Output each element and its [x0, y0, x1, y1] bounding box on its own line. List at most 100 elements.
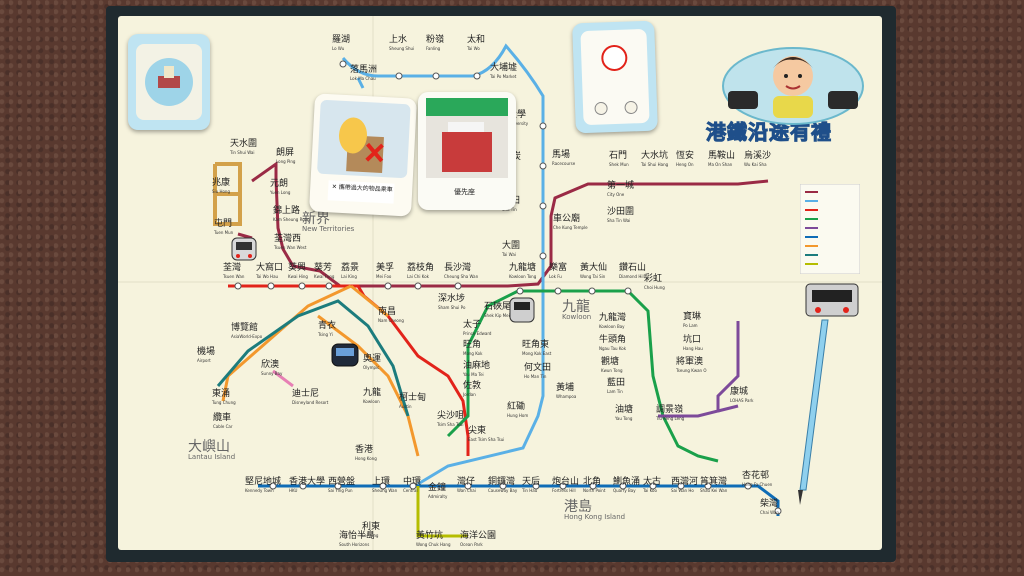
station-label: 荔枝角: [407, 263, 435, 273]
station-label-en: Kowloon Tong: [509, 274, 537, 279]
station-label: 荔景: [341, 263, 360, 273]
station-label: 香港大學: [289, 477, 326, 487]
station-label-en: Fortress Hill: [552, 488, 576, 493]
station-label: 粉嶺: [426, 35, 445, 45]
station-label-en: Olympic: [363, 365, 380, 370]
station-label: 觀塘: [601, 357, 620, 367]
station-label: 迪士尼: [292, 389, 320, 399]
station-label: 利東: [362, 522, 381, 532]
station-label-en: Heng On: [676, 162, 694, 167]
station-label: 灣仔: [457, 477, 476, 487]
region-label: 九龍: [562, 299, 590, 315]
line-tung-chung-2: [317, 314, 420, 457]
station-label: 葵芳: [314, 263, 333, 273]
station-label-en: Wong Chuk Hang: [416, 542, 451, 547]
train-token[interactable]: [508, 296, 536, 324]
station-label-en: Tiu Keng Leng: [656, 416, 685, 421]
station-label-en: Sunny Bay: [261, 371, 283, 376]
station-label: 寶琳: [683, 312, 702, 322]
station-label-en: Yau Tong: [615, 416, 633, 421]
station-label-en: Sha Tin: [502, 207, 517, 212]
station-card-blue[interactable]: [128, 34, 210, 130]
station-label-en: LOHAS Park: [730, 398, 754, 403]
station-label-en: Tsuen Wan West: [274, 245, 307, 250]
station-label: 調景嶺: [656, 405, 684, 415]
region-label: 新界: [302, 211, 330, 227]
station-label: 將軍澳: [676, 357, 704, 367]
station-label-en: Mei Foo: [376, 274, 392, 279]
behaviour-card-priority-seat[interactable]: 優先座: [418, 92, 516, 210]
station-label: 柴灣: [760, 499, 779, 509]
station-label: 大學: [508, 110, 527, 120]
station-label: 青衣: [318, 321, 337, 331]
card-illustration: [317, 100, 411, 204]
station-label: 太子: [463, 320, 482, 330]
station-label-en: Tai Wo Hau: [256, 274, 279, 279]
station-label-en: South Horizons: [339, 542, 370, 547]
line-tuen-ma: [251, 161, 769, 288]
station-label-en: Tseung Kwan O: [676, 368, 707, 373]
station-label: 東涌: [212, 389, 231, 399]
line-tung-chung: [221, 284, 389, 402]
station-label-en: Jordan: [463, 392, 476, 397]
station-label-en: Kam Sheung Road: [273, 217, 310, 222]
station-label: 康城: [730, 387, 749, 397]
station-label: 西營盤: [328, 477, 356, 487]
station-label: 油塘: [615, 405, 634, 415]
station-label-en: Lai Chi Kok: [407, 274, 429, 279]
station-label-en: Wan Chai: [457, 488, 476, 493]
region-label: 大嶼山: [188, 439, 230, 455]
station-label: 黃大仙: [580, 263, 608, 273]
behaviour-card-luggage[interactable]: ✕ 攜帶過大的物品乘車: [308, 93, 418, 217]
station-label: 天后: [522, 477, 541, 487]
station-label-en: Nam Cheong: [378, 318, 404, 323]
station-label: 博覽館: [231, 323, 259, 333]
station-label: 彩虹: [644, 274, 663, 284]
station-label-en: East Tsim Sha Tsui: [468, 437, 505, 442]
station-label: 荃灣: [223, 263, 242, 273]
station-label: 大水坑: [641, 151, 669, 161]
station-label: 沙田圍: [607, 207, 635, 217]
line-tuen-ma-branch: [237, 232, 253, 240]
station-label-en: Hung Hom: [507, 413, 529, 418]
mtr-pen[interactable]: [770, 280, 860, 520]
train-token[interactable]: [330, 342, 360, 370]
region-label: 港島: [564, 499, 592, 515]
station-label-en: Shek Kip Mei: [484, 313, 510, 318]
card-illustration: [426, 98, 508, 178]
station-label-en: Racecourse: [552, 161, 576, 166]
station-label-en: Yuen Long: [270, 190, 291, 195]
station-label: 兆康: [212, 178, 231, 188]
station-label-en: Kwai Fong: [314, 274, 335, 279]
station-label-en: Tin Hau: [522, 488, 538, 493]
station-label: 海洋公園: [460, 531, 497, 541]
station-label-en: City One: [607, 192, 625, 197]
behaviour-card-blue[interactable]: [572, 20, 658, 134]
train-token[interactable]: [230, 234, 258, 264]
station-label: 大圍: [502, 241, 521, 251]
station-label-en: Tsing Yi: [318, 332, 333, 337]
station-label: 車公廟: [553, 214, 581, 224]
station-label: 荃灣西: [274, 234, 302, 244]
station-label-en: Sheung Shui: [389, 46, 415, 51]
station-label-en: Sai Wan Ho: [671, 488, 694, 493]
station-label-en: Cable Car: [213, 424, 233, 429]
station-label: 南昌: [378, 307, 397, 317]
station-label-en: Tuen Mun: [214, 230, 234, 235]
station-label: 旺角: [463, 340, 482, 350]
station-label-en: Kennedy Town: [245, 488, 274, 493]
station-label-en: Tung Chung: [212, 400, 236, 405]
station-label-en: Admiralty: [428, 494, 448, 499]
station-label-en: Sha Tin Wai: [607, 218, 631, 223]
station-label-en: Che Kung Temple: [553, 225, 588, 230]
station-label: 上環: [372, 477, 391, 487]
station-label: 坑口: [683, 335, 702, 345]
station-label-en: Shau Kei Wan: [700, 488, 728, 493]
station-label-en: Shek Mun: [609, 162, 629, 167]
station-label-en: Kowloon: [363, 399, 380, 404]
station-label: 北角: [583, 477, 602, 487]
station-label-en: Tai Wai: [502, 252, 516, 257]
station-label: 黃竹坑: [416, 531, 444, 541]
line-legend: [800, 184, 860, 274]
station-label-en: HKU: [289, 488, 298, 493]
